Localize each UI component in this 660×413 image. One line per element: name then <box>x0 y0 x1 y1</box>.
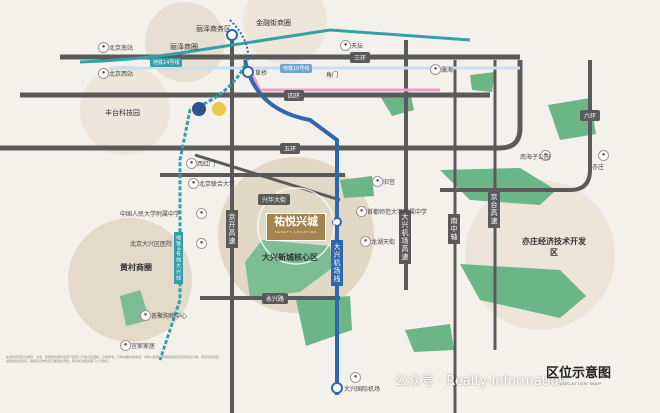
poi-label-10: 北京大兴区医院 <box>130 241 173 248</box>
poi-label-13: 宜家家居 <box>131 343 156 350</box>
poi-west-station-icon: ● <box>98 68 109 79</box>
ring4-label: 四环 <box>284 90 305 101</box>
project-name: 祐悦兴城 <box>274 215 318 228</box>
poi-label-7: 南海子公园 <box>520 154 551 161</box>
poi-station-icon: ● <box>98 42 109 53</box>
map-title-box: 区位示意图 LOCATION MAP <box>546 362 646 386</box>
map-title-sub: LOCATION MAP <box>560 381 602 386</box>
poi-mall2-icon: ● <box>140 310 151 321</box>
district-lize: 丽泽商务区 <box>196 25 231 33</box>
park-9 <box>405 324 454 352</box>
disclaimer: 本资料所载区位规划、交通、配套等内容均来源于政府公开信息及网络，仅供参考，不构成… <box>6 355 220 363</box>
poi-park-icon: ● <box>540 150 551 161</box>
poi-ximen-icon: ● <box>186 158 197 169</box>
station-lize <box>226 29 238 41</box>
district-yizhuang: 亦庄经济技术开发区 <box>522 237 586 257</box>
metro-line14 <box>79 28 471 64</box>
district-jinrong: 金融街商圈 <box>256 19 291 27</box>
poi-univ-icon: ● <box>188 178 199 189</box>
jingkai-exp-label: 京开高速 <box>226 210 238 248</box>
airport-line-label: 大兴机场线 <box>331 240 343 286</box>
line4-label: 地铁4号线大兴线 <box>174 232 183 285</box>
ring3-label: 三环 <box>350 52 371 63</box>
ring6-label: 六环 <box>580 110 601 121</box>
station-jiaomen-label: 角门 <box>326 72 339 79</box>
jinghu-label: 京台高速 <box>488 190 500 228</box>
project-marker[interactable]: 祐悦兴城 SAFETY LOCATION <box>266 213 326 241</box>
ring5-label: 五环 <box>280 143 301 154</box>
poi-label-9: 中国人民大学附属中学 <box>120 211 181 218</box>
daxing-airport-exp-label: 大兴机场高速 <box>399 210 411 264</box>
metro-line-pink <box>248 69 440 92</box>
ring6-line <box>440 60 592 192</box>
line14-tag: 地铁14号线 <box>150 58 183 67</box>
yongxing-label: 永兴路 <box>262 293 289 304</box>
poi-label-12: 大兴国际机场 <box>344 386 381 393</box>
poi-mall3-icon: ● <box>360 236 371 247</box>
poi-label-5: 瀛海 <box>441 67 454 74</box>
poi-label-15: 龙湖天街 <box>371 239 396 246</box>
station-daxing <box>332 217 342 227</box>
poi-label-14: 荟聚购物中心 <box>151 313 188 320</box>
poi-label-1: 天坛 <box>351 43 364 50</box>
poi-school2-icon: ● <box>356 206 367 217</box>
xinghua-rd <box>194 153 341 202</box>
district-daxing-core: 大兴新城核心区 <box>262 253 318 262</box>
xinghua-label: 兴华大街 <box>258 194 291 205</box>
badge-blue-icon <box>192 102 206 116</box>
park-7 <box>296 296 352 346</box>
park-2 <box>470 72 495 92</box>
park-5 <box>440 168 556 205</box>
halo-jinrong <box>243 0 327 64</box>
halo-huangcun <box>68 218 192 342</box>
poi-label-3: 西红门 <box>197 161 216 168</box>
poi-label-6: 亦庄 <box>592 164 605 171</box>
station-caoqiao-label: 草桥 <box>255 70 268 77</box>
station-caoqiao <box>242 66 254 78</box>
poi-school-icon: ● <box>196 208 207 219</box>
district-lize-circle: 丽泽商圈 <box>170 43 198 51</box>
metro-dotted <box>229 19 250 61</box>
poi-temple-icon: ● <box>340 40 351 51</box>
poi-label-2: 北京西站 <box>109 71 134 78</box>
poi-label-4: 旧宫 <box>383 179 396 186</box>
park-6 <box>245 240 332 298</box>
nanzhongzhou-label: 南中轴 <box>448 214 460 244</box>
line10-tag: 地铁10号线 <box>280 64 313 73</box>
poi-label-0: 北京南站 <box>109 45 134 52</box>
poi-label-11: 首都师范大学附属中学 <box>367 209 428 216</box>
park-4 <box>340 176 374 198</box>
poi-airport-icon: ● <box>350 372 361 383</box>
project-sub: SAFETY LOCATION <box>274 230 318 234</box>
halo-fengtai <box>80 65 170 155</box>
map-title: 区位示意图 <box>546 366 612 381</box>
poi-label-8: 北京联合大学 <box>199 181 236 188</box>
poi-yizhuang-icon: ● <box>598 150 609 161</box>
watermark: 公众号 · Realty-information <box>395 374 567 389</box>
park-3 <box>548 98 596 140</box>
metro-line4 <box>158 64 247 361</box>
district-huangcun: 黄村商圈 <box>120 263 152 272</box>
poi-mall-icon: ● <box>120 340 131 351</box>
park-8 <box>460 264 586 318</box>
poi-jiugong-icon: ● <box>372 176 383 187</box>
ring5-line <box>0 60 523 151</box>
project-halo <box>257 187 335 265</box>
badge-yellow-icon <box>212 102 226 116</box>
poi-hospital-icon: ● <box>196 238 207 249</box>
station-airport <box>331 382 343 394</box>
district-fengtai: 丰台科技园 <box>105 109 140 117</box>
poi-yinghai-icon: ● <box>430 64 441 75</box>
